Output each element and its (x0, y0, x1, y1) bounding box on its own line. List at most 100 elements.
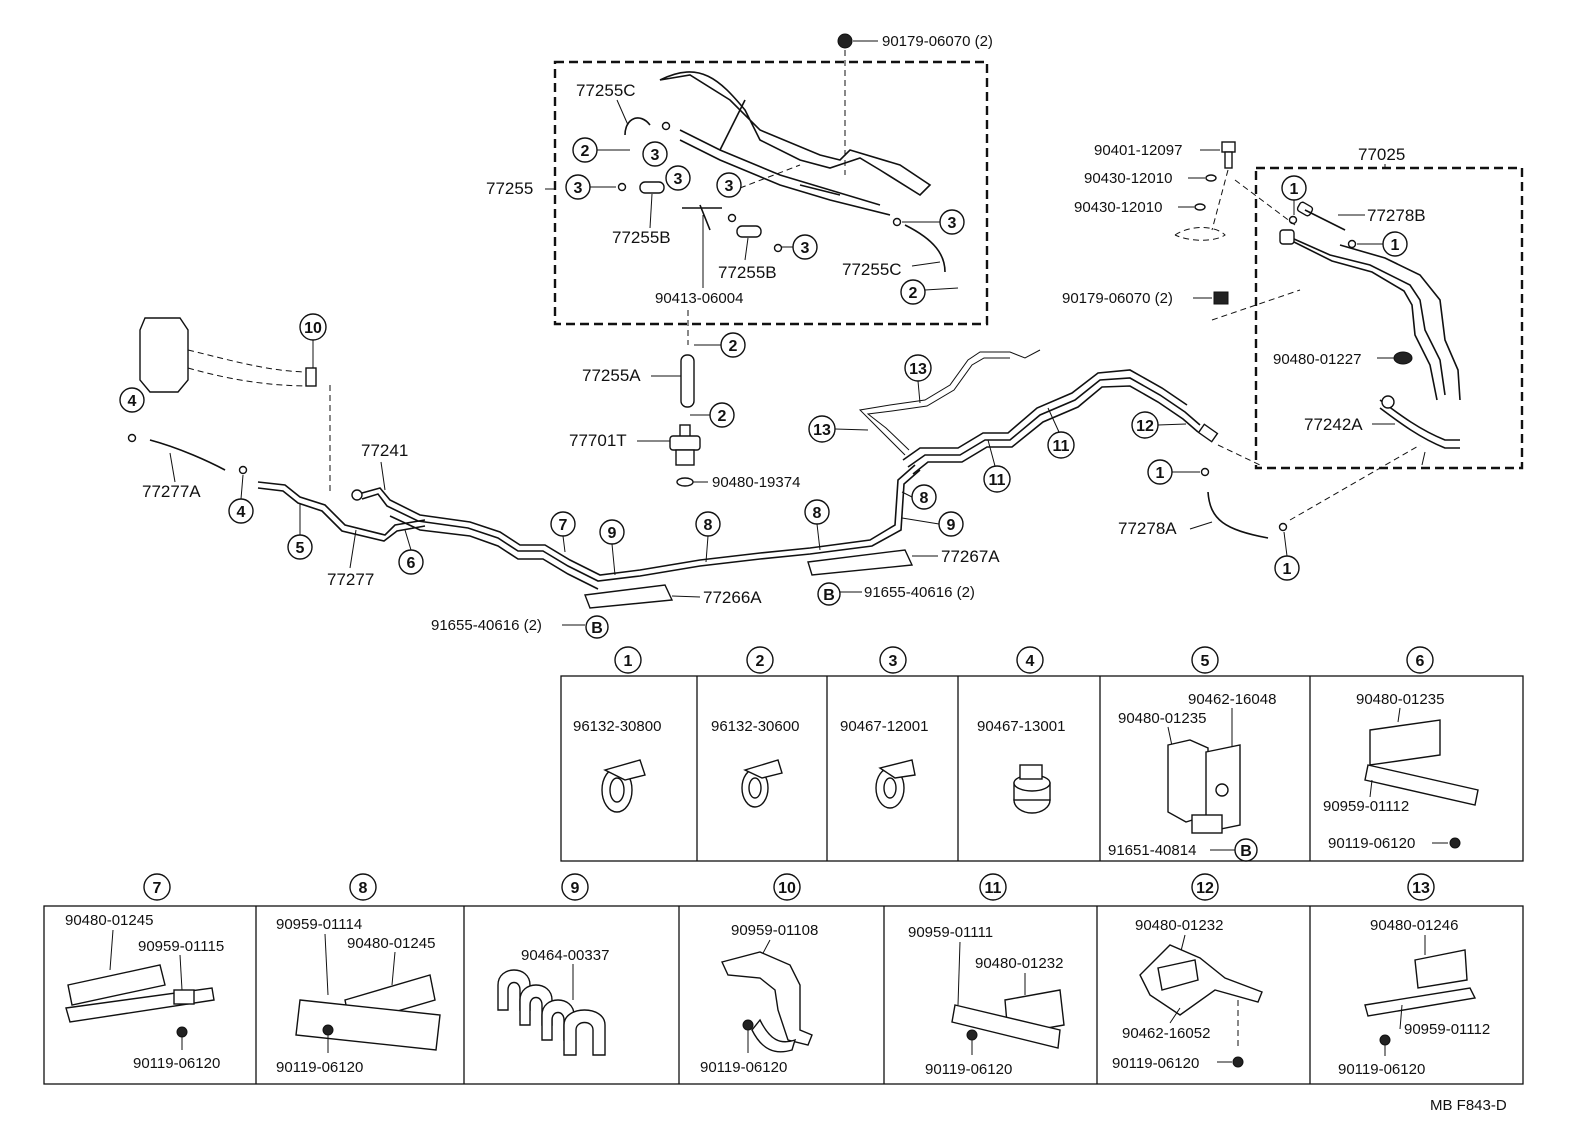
detail-12-part-0: 90480-01232 (1135, 917, 1223, 934)
label-90413-06004: 90413-06004 (655, 290, 743, 307)
callout-12: 12 (1131, 411, 1159, 439)
callout-3-d: 3 (716, 172, 742, 198)
svg-text:2: 2 (718, 408, 727, 425)
detail-7-part-2: 90119-06120 (133, 1055, 220, 1072)
canister-icon (139, 317, 189, 393)
detail-header-8: 8 (349, 873, 377, 901)
bolt-6-icon (1449, 837, 1461, 849)
hose-77255A-icon (680, 354, 695, 408)
detail-4-part-0: 90467-13001 (977, 718, 1065, 735)
detail-header-12: 12 (1191, 873, 1219, 901)
svg-text:8: 8 (704, 517, 713, 534)
detail-8-part-1: 90480-01245 (347, 935, 435, 952)
callout-1-a: 1 (1147, 459, 1173, 485)
hose-77278A-icon (1207, 491, 1269, 539)
bolt-13-icon (1379, 1034, 1391, 1046)
detail-12-part-1: 90462-16052 (1122, 1025, 1210, 1042)
svg-text:11: 11 (989, 472, 1006, 489)
detail-6-part-2: 90119-06120 (1328, 835, 1415, 852)
clip-90467-13001-icon (1013, 764, 1051, 814)
detail-10-part-0: 90959-01108 (731, 922, 818, 939)
svg-text:1: 1 (1156, 465, 1165, 482)
callout-2-c: 2 (720, 332, 746, 358)
svg-text:10: 10 (778, 880, 796, 897)
hose-77277A-icon (149, 439, 226, 471)
label-91655-right: 91655-40616 (2) (864, 584, 975, 601)
bolt-8-icon (322, 1024, 334, 1036)
detail-11-part-2: 90119-06120 (925, 1061, 1012, 1078)
detail-header-7: 7 (143, 873, 171, 901)
label-90430-b: 90430-12010 (1074, 199, 1162, 216)
label-77267A: 77267A (941, 547, 1000, 566)
grommet-90480-01227-icon (1393, 351, 1413, 365)
bolt-top-icon (837, 33, 853, 49)
svg-text:3: 3 (651, 147, 660, 164)
clip-90959-01108-icon (721, 951, 813, 1053)
detail-11-part-1: 90480-01232 (975, 955, 1063, 972)
bolt-90179-right-icon (1213, 291, 1229, 305)
svg-text:11: 11 (985, 880, 1002, 897)
callout-B-b: B (817, 582, 841, 606)
clamp-11-icon (951, 989, 1065, 1049)
label-77255C-top: 77255C (576, 81, 636, 100)
callout-13-a: 13 (904, 354, 932, 382)
bracket-77266A-icon (584, 584, 674, 609)
svg-text:5: 5 (1201, 653, 1210, 670)
svg-text:2: 2 (729, 338, 738, 355)
label-90401-12097: 90401-12097 (1094, 142, 1182, 159)
svg-text:1: 1 (624, 653, 633, 670)
detail-5-part-1: 90480-01235 (1118, 710, 1206, 727)
svg-text:9: 9 (608, 525, 617, 542)
detail-1-part-0: 96132-30800 (573, 718, 661, 735)
bolt-12-icon (1232, 1056, 1244, 1068)
left-section: 10 4 77277A 4 77277 5 6 (119, 313, 1000, 639)
detail-12-part-2: 90119-06120 (1112, 1055, 1199, 1072)
callout-10-a: 10 (299, 313, 327, 341)
label-77255C-right: 77255C (842, 260, 902, 279)
assembly-77255-box (553, 60, 989, 326)
svg-text:7: 7 (559, 517, 568, 534)
detail-header-5: 5 (1191, 646, 1219, 674)
svg-text:4: 4 (128, 393, 137, 410)
clip-90467-12001-icon (875, 759, 916, 809)
callout-3-e: 3 (792, 234, 818, 260)
callout-B-a: B (585, 615, 609, 639)
svg-text:3: 3 (801, 240, 810, 257)
detail-header-1: 1 (614, 646, 642, 674)
detail-6-part-0: 90480-01235 (1356, 691, 1444, 708)
bolt-90401-12097-icon (1221, 141, 1236, 153)
svg-text:2: 2 (756, 653, 765, 670)
label-77241: 77241 (361, 441, 408, 460)
callout-4-a: 4 (119, 387, 145, 413)
svg-text:2: 2 (581, 143, 590, 160)
callout-3-c: 3 (665, 165, 691, 191)
detail-header-11: 11 (979, 873, 1007, 901)
label-77278A: 77278A (1118, 519, 1177, 538)
detail-5-part-0: 90462-16048 (1188, 691, 1276, 708)
valve-77701T-icon (669, 424, 701, 466)
callout-3-a: 3 (642, 141, 668, 167)
hose-77255C-right-icon (904, 224, 946, 273)
svg-text:B: B (1240, 843, 1252, 860)
callout-7: 7 (550, 511, 576, 537)
clamp-6-icon (1364, 719, 1479, 806)
callout-1-b: 1 (1274, 555, 1300, 581)
label-90480-19374: 90480-19374 (712, 474, 800, 491)
middle-right-section: 13 13 8 9 11 11 12 (808, 349, 1421, 581)
callout-8-c: 8 (911, 484, 937, 510)
hose-77255C-top-icon (624, 117, 651, 136)
callout-2-a: 2 (572, 137, 598, 163)
callout-8-a: 8 (695, 511, 721, 537)
callout-5: 5 (287, 534, 313, 560)
svg-text:9: 9 (947, 517, 956, 534)
clamp-12-icon (1139, 944, 1263, 1016)
detail-header-9: 9 (561, 873, 589, 901)
callout-6: 6 (398, 549, 424, 575)
detail-header-6: 6 (1406, 646, 1434, 674)
label-77266A: 77266A (703, 588, 762, 607)
label-77242A: 77242A (1304, 415, 1363, 434)
callout-3-b: 3 (565, 174, 591, 200)
svg-text:10: 10 (304, 320, 322, 337)
detail-13-part-2: 90119-06120 (1338, 1061, 1425, 1078)
